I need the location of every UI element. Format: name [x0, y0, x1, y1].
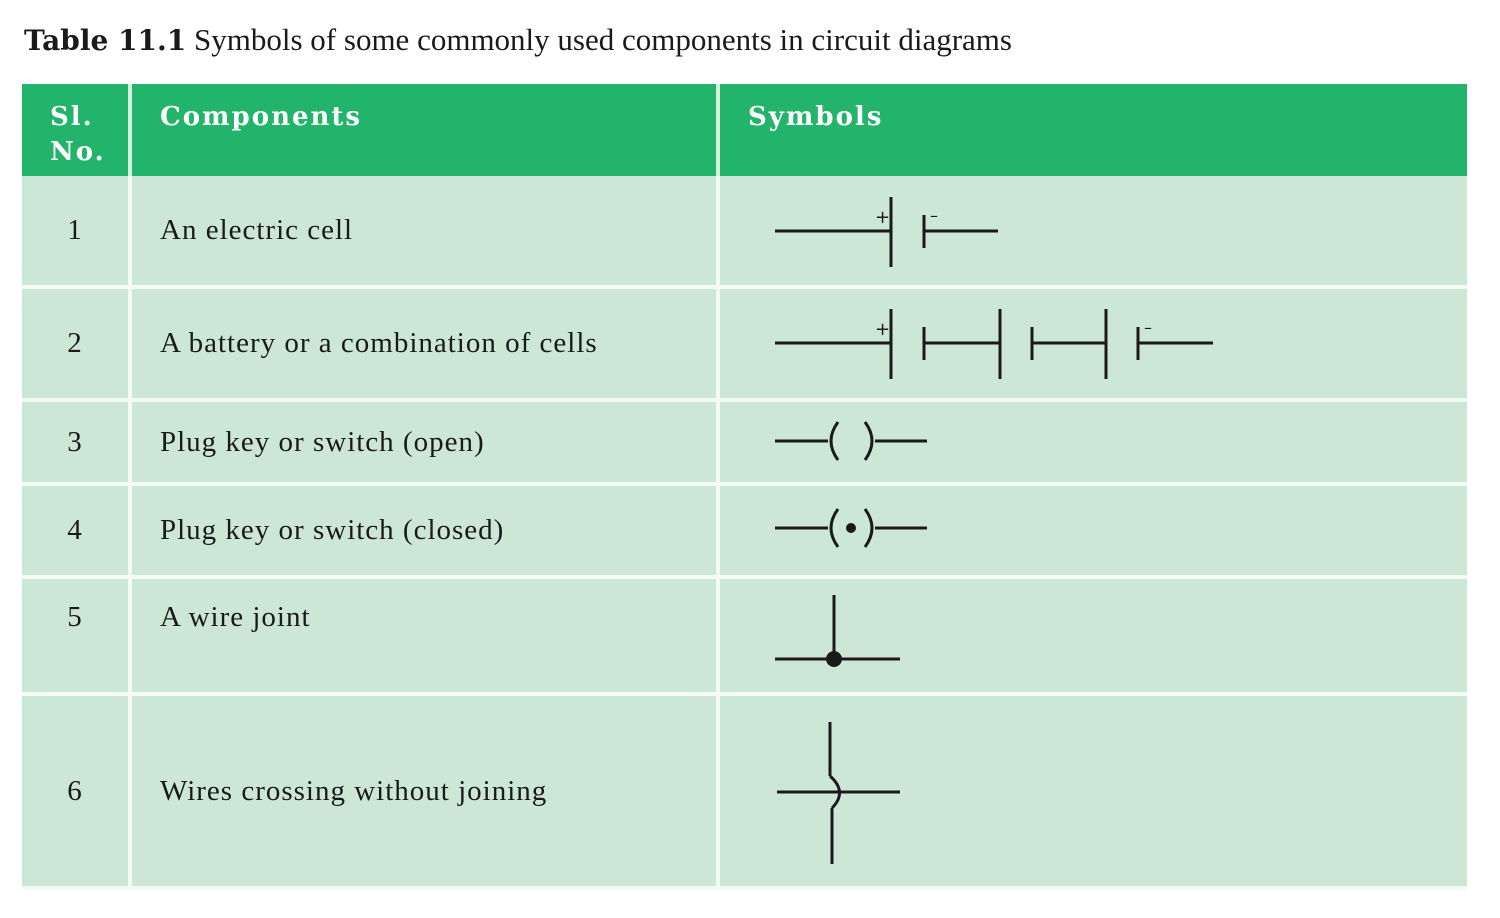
header-sl-no: Sl. No.	[22, 84, 132, 176]
symbol-cell: + –	[718, 176, 1467, 289]
table-header-row: Sl. No. Components Symbols	[22, 84, 1467, 176]
row-number: 6	[22, 694, 132, 890]
table-row: 6 Wires crossing without joining	[22, 694, 1467, 890]
table-row: 4 Plug key or switch (closed)	[22, 484, 1467, 579]
symbol-cell	[718, 400, 1467, 486]
plus-sign: +	[875, 319, 891, 340]
table-row: 1 An electric cell + –	[22, 176, 1467, 289]
caption-text: Symbols of some commonly used components…	[186, 22, 1012, 57]
component-name: An electric cell	[130, 176, 720, 289]
symbol-cell	[718, 577, 1467, 696]
header-symbols: Symbols	[718, 84, 1467, 176]
minus-sign: –	[1144, 318, 1153, 337]
component-name: A battery or a combination of cells	[130, 287, 720, 402]
table-row: 3 Plug key or switch (open)	[22, 400, 1467, 486]
header-components: Components	[130, 84, 720, 176]
row-number: 5	[22, 577, 132, 696]
minus-sign: –	[930, 206, 939, 225]
row-number: 4	[22, 484, 132, 579]
row-number: 2	[22, 287, 132, 402]
plug-key-closed-icon	[775, 508, 927, 548]
table-row: 2 A battery or a combination of cells	[22, 287, 1467, 402]
component-name: A wire joint	[130, 577, 720, 696]
symbols-table: Sl. No. Components Symbols 1 An electric…	[22, 84, 1467, 890]
electric-cell-icon: + –	[775, 197, 998, 267]
component-name: Wires crossing without joining	[130, 694, 720, 890]
battery-icon: + –	[775, 309, 1213, 379]
caption-label: Table 11.1	[24, 24, 187, 57]
row-number: 1	[22, 176, 132, 289]
plug-key-open-icon	[775, 421, 927, 461]
wire-joint-icon	[775, 595, 900, 667]
symbol-cell: + –	[718, 287, 1467, 402]
wires-crossing-icon	[777, 722, 900, 864]
table-row: 5 A wire joint	[22, 577, 1467, 696]
symbol-cell	[718, 694, 1467, 890]
component-name: Plug key or switch (closed)	[130, 484, 720, 579]
row-number: 3	[22, 400, 132, 486]
component-name: Plug key or switch (open)	[130, 400, 720, 486]
plus-sign: +	[875, 207, 891, 228]
symbol-cell	[718, 484, 1467, 579]
table-caption: Table 11.1 Symbols of some commonly used…	[24, 22, 1012, 58]
